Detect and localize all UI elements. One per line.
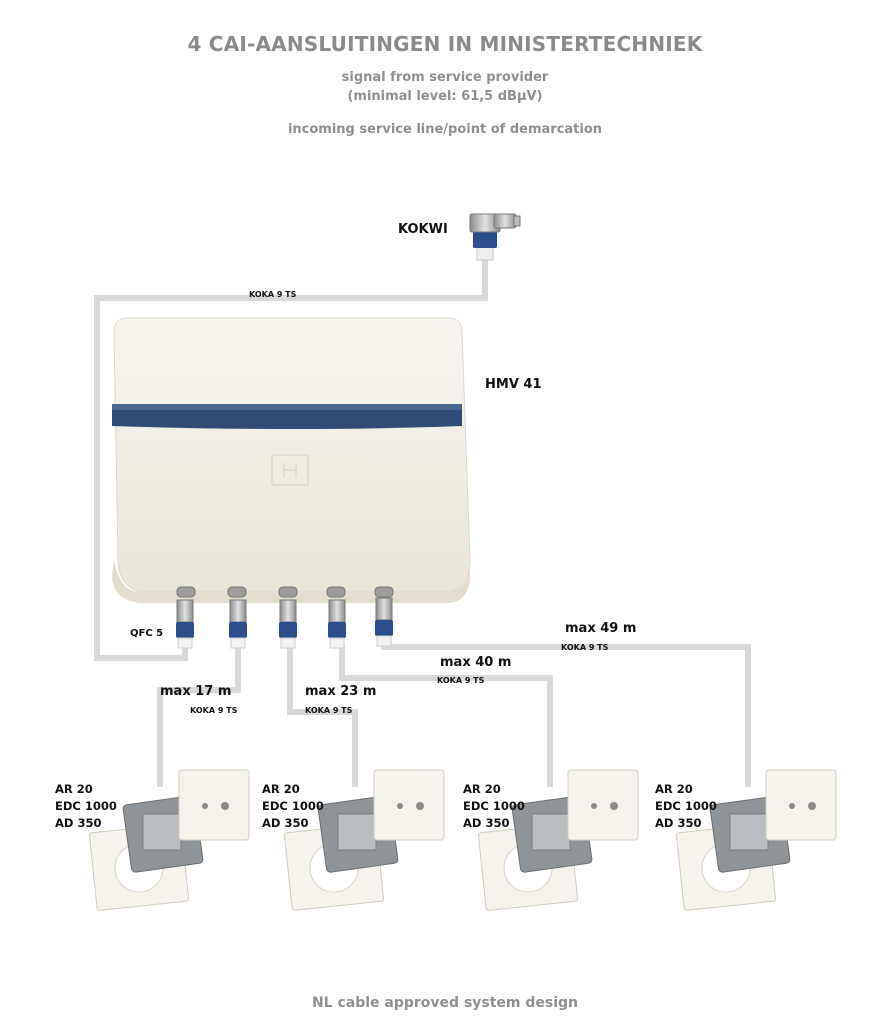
f-connector [176, 599, 194, 649]
wall-outlet [477, 769, 639, 911]
signal-source-text: signal from service provider [341, 70, 549, 85]
feed-cable-label: KOKA 9 TS [249, 290, 297, 299]
cable-4-length: max 49 m [565, 621, 637, 636]
cable-2-type: KOKA 9 TS [305, 706, 353, 715]
f-connector [375, 597, 393, 647]
cable-1-length: max 17 m [160, 684, 232, 699]
service-line-text: incoming service line/point of demarcati… [287, 122, 603, 137]
hmv41-label: HMV 41 [485, 377, 542, 392]
cable-outlet-1 [157, 645, 241, 787]
cable-outlet-2 [287, 645, 358, 787]
footer-text: NL cable approved system design [311, 995, 579, 1011]
f-connector [229, 599, 247, 649]
cable-1-type: KOKA 9 TS [190, 706, 238, 715]
f-connector [279, 599, 297, 649]
cable-3-type: KOKA 9 TS [437, 676, 485, 685]
page-title: 4 CAI-AANSLUITINGEN IN MINISTERTECHNIEK [187, 32, 703, 56]
feed-cable [94, 258, 488, 661]
kokwi-label: KOKWI [398, 222, 448, 237]
cable-4-type: KOKA 9 TS [561, 643, 609, 652]
f-connectors [176, 597, 393, 649]
cable-outlet-4 [381, 644, 751, 787]
hmv41-amplifier [112, 317, 471, 603]
wall-outlets [88, 769, 837, 911]
f-connector [328, 599, 346, 649]
wall-outlet [675, 769, 837, 911]
wall-outlet [88, 769, 250, 911]
minimal-level-text: (minimal level: 61,5 dBµV) [347, 89, 543, 104]
wall-outlet [283, 769, 445, 911]
cable-3-length: max 40 m [440, 655, 512, 670]
output-ports [176, 586, 394, 598]
brand-logo [271, 454, 309, 486]
qfc5-label: QFC 5 [130, 628, 164, 639]
cable-2-length: max 23 m [305, 684, 377, 699]
kokwi-connector [469, 213, 521, 261]
cable-outlet-3 [339, 645, 553, 787]
